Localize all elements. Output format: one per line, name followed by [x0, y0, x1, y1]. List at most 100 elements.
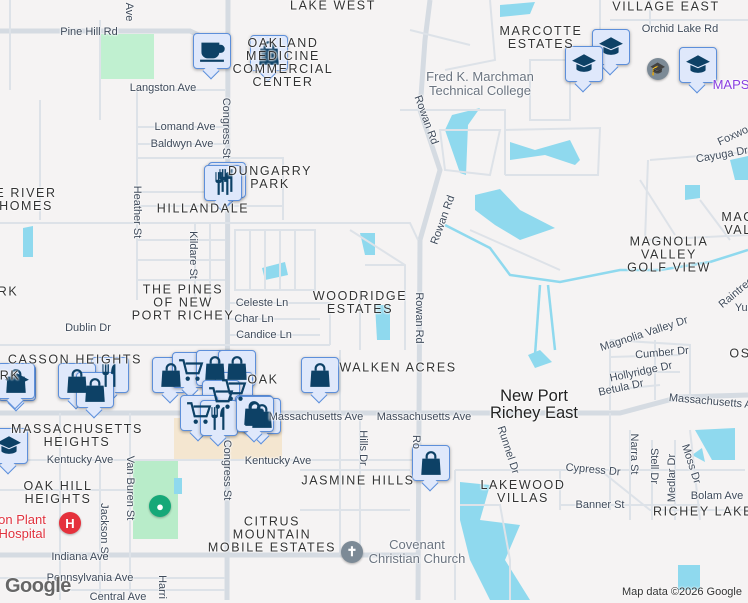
street-label: Banner St — [575, 499, 625, 511]
street-label: Kildare St — [187, 231, 199, 279]
cart-marker[interactable] — [180, 395, 218, 431]
neighborhood-label: MASSACHUSETTS HEIGHTS — [11, 422, 143, 449]
coffee-icon — [200, 42, 225, 62]
neighborhood-label: MAG VAL — [721, 210, 748, 237]
street-label: Orchid Lake Rd — [641, 23, 719, 35]
street-label: Hills Dr — [357, 430, 369, 466]
neighborhood-label: CASSON HEIGHTS — [7, 352, 143, 367]
school-marker[interactable] — [565, 46, 603, 82]
coffee-marker[interactable] — [193, 33, 231, 69]
restaurant-icon — [215, 172, 229, 195]
cart-icon — [187, 402, 212, 424]
street-label: Narra St — [628, 433, 640, 475]
street-label: Char Ln — [234, 313, 274, 325]
street-label: Jackson St — [98, 503, 110, 557]
school-marker[interactable] — [679, 47, 717, 83]
street-label: Congress St — [220, 97, 232, 159]
street-label: Ave — [123, 2, 135, 22]
neighborhood-label: JASMINE HILLS — [301, 473, 415, 488]
restaurant-marker[interactable] — [204, 165, 242, 201]
street-label: Candice Ln — [236, 329, 292, 341]
shopping-icon — [310, 363, 330, 387]
neighborhood-label: LAKEWOOD VILLAS — [480, 478, 566, 505]
shopping-marker[interactable] — [412, 445, 450, 481]
shopping-icon — [421, 451, 441, 475]
neighborhood-label: RK — [0, 368, 21, 383]
poi-label[interactable]: on Plant Hospital — [0, 512, 46, 541]
street-label: Lomand Ave — [154, 121, 216, 133]
neighborhood-label: LAKE WEST — [290, 0, 376, 13]
shopping-marker[interactable] — [0, 363, 35, 399]
church-icon[interactable]: ✝ — [341, 541, 363, 563]
canals — [444, 223, 748, 356]
street-label: Congress St — [221, 439, 233, 501]
street-label: Dublin Dr — [65, 322, 111, 334]
street-label: Ro — [410, 434, 422, 450]
neighborhood-label: RICHEY LAKE — [652, 504, 748, 519]
shopping-icon — [245, 402, 265, 426]
street-label: Pennsylvania Ave — [46, 572, 134, 584]
street-label: Baldwyn Ave — [150, 138, 214, 150]
street-label: Heather St — [131, 185, 143, 239]
street-label: Yuc — [734, 302, 748, 314]
street-label: Massachusetts Ave — [376, 411, 472, 423]
neighborhood-label: E RIVER HOMES — [0, 186, 57, 213]
neighborhood-label: OAKLAND MEDICINE COMMERCIAL CENTER — [232, 36, 334, 89]
street-label: Bolam Ave — [690, 490, 744, 502]
school-marker[interactable] — [592, 29, 630, 65]
street-label: Indiana Ave — [51, 551, 109, 563]
neighborhood-label: OAK HILL HEIGHTS — [23, 479, 93, 506]
neighborhood-label: VILLAGE EAST — [612, 0, 720, 14]
poi-label[interactable]: Fred K. Marchman Technical College — [426, 69, 534, 98]
shopping-icon — [85, 378, 105, 402]
neighborhood-label: HILLANDALE — [156, 201, 250, 216]
school-icon — [686, 55, 710, 73]
neighborhood-label: CITRUS MOUNTAIN MOBILE ESTATES — [207, 514, 337, 555]
poi-label[interactable]: MAPS — [712, 77, 748, 92]
school-icon — [572, 54, 596, 72]
google-logo: Google — [5, 575, 71, 597]
shopping-icon — [6, 369, 26, 393]
school-marker[interactable] — [0, 428, 28, 464]
map-attribution[interactable]: Map data ©2026 Google — [621, 586, 742, 598]
neighborhood-label: OAK — [247, 372, 279, 387]
neighborhood-label: MARCOTTE ESTATES — [499, 24, 583, 51]
street-label: Kentucky Ave — [46, 454, 114, 466]
restaurant-icon — [211, 407, 225, 430]
street-label: Stell Dr — [648, 447, 660, 485]
hospital-icon[interactable]: H — [59, 512, 81, 534]
neighborhood-label: THE PINES OF NEW PORT RICHEY — [131, 282, 235, 323]
school-icon — [0, 436, 21, 454]
street-label: Rowan Rd — [413, 292, 425, 344]
street-label: Massachusetts Ave — [268, 411, 364, 423]
shopping-icon — [161, 363, 181, 387]
shopping-icon — [259, 41, 279, 65]
cart-marker[interactable] — [172, 352, 210, 388]
restaurant-icon — [102, 364, 116, 387]
restaurant-icon — [219, 169, 233, 192]
street-label: Kentucky Ave — [244, 455, 312, 467]
shopping-icon — [67, 369, 87, 393]
neighborhood-label: OS — [729, 346, 748, 361]
street-label: Langston Ave — [129, 82, 197, 94]
neighborhood-label: WOODRIDGE ESTATES — [312, 289, 408, 316]
shopping-marker[interactable] — [250, 35, 288, 71]
shopping-marker[interactable] — [236, 396, 274, 432]
neighborhood-label: RK — [0, 284, 19, 299]
poi-label[interactable]: Covenant Christian Church — [368, 537, 466, 566]
park-icon[interactable]: ● — [149, 495, 171, 517]
shopping-marker[interactable] — [301, 357, 339, 393]
cart-icon — [179, 359, 204, 381]
shopping-icon — [227, 356, 247, 380]
neighborhood-label: DUNGARRY PARK — [227, 164, 313, 191]
street-label: Celeste Ln — [235, 297, 289, 309]
park-area — [99, 34, 154, 79]
place-label: New Port Richey East — [489, 387, 579, 422]
street-label: Pine Hill Rd — [60, 26, 118, 38]
school-icon[interactable]: 🎓 — [647, 58, 669, 80]
neighborhood-label: MAGNOLIA VALLEY GOLF VIEW — [627, 234, 711, 275]
street-label: Van Buren St — [124, 455, 136, 521]
